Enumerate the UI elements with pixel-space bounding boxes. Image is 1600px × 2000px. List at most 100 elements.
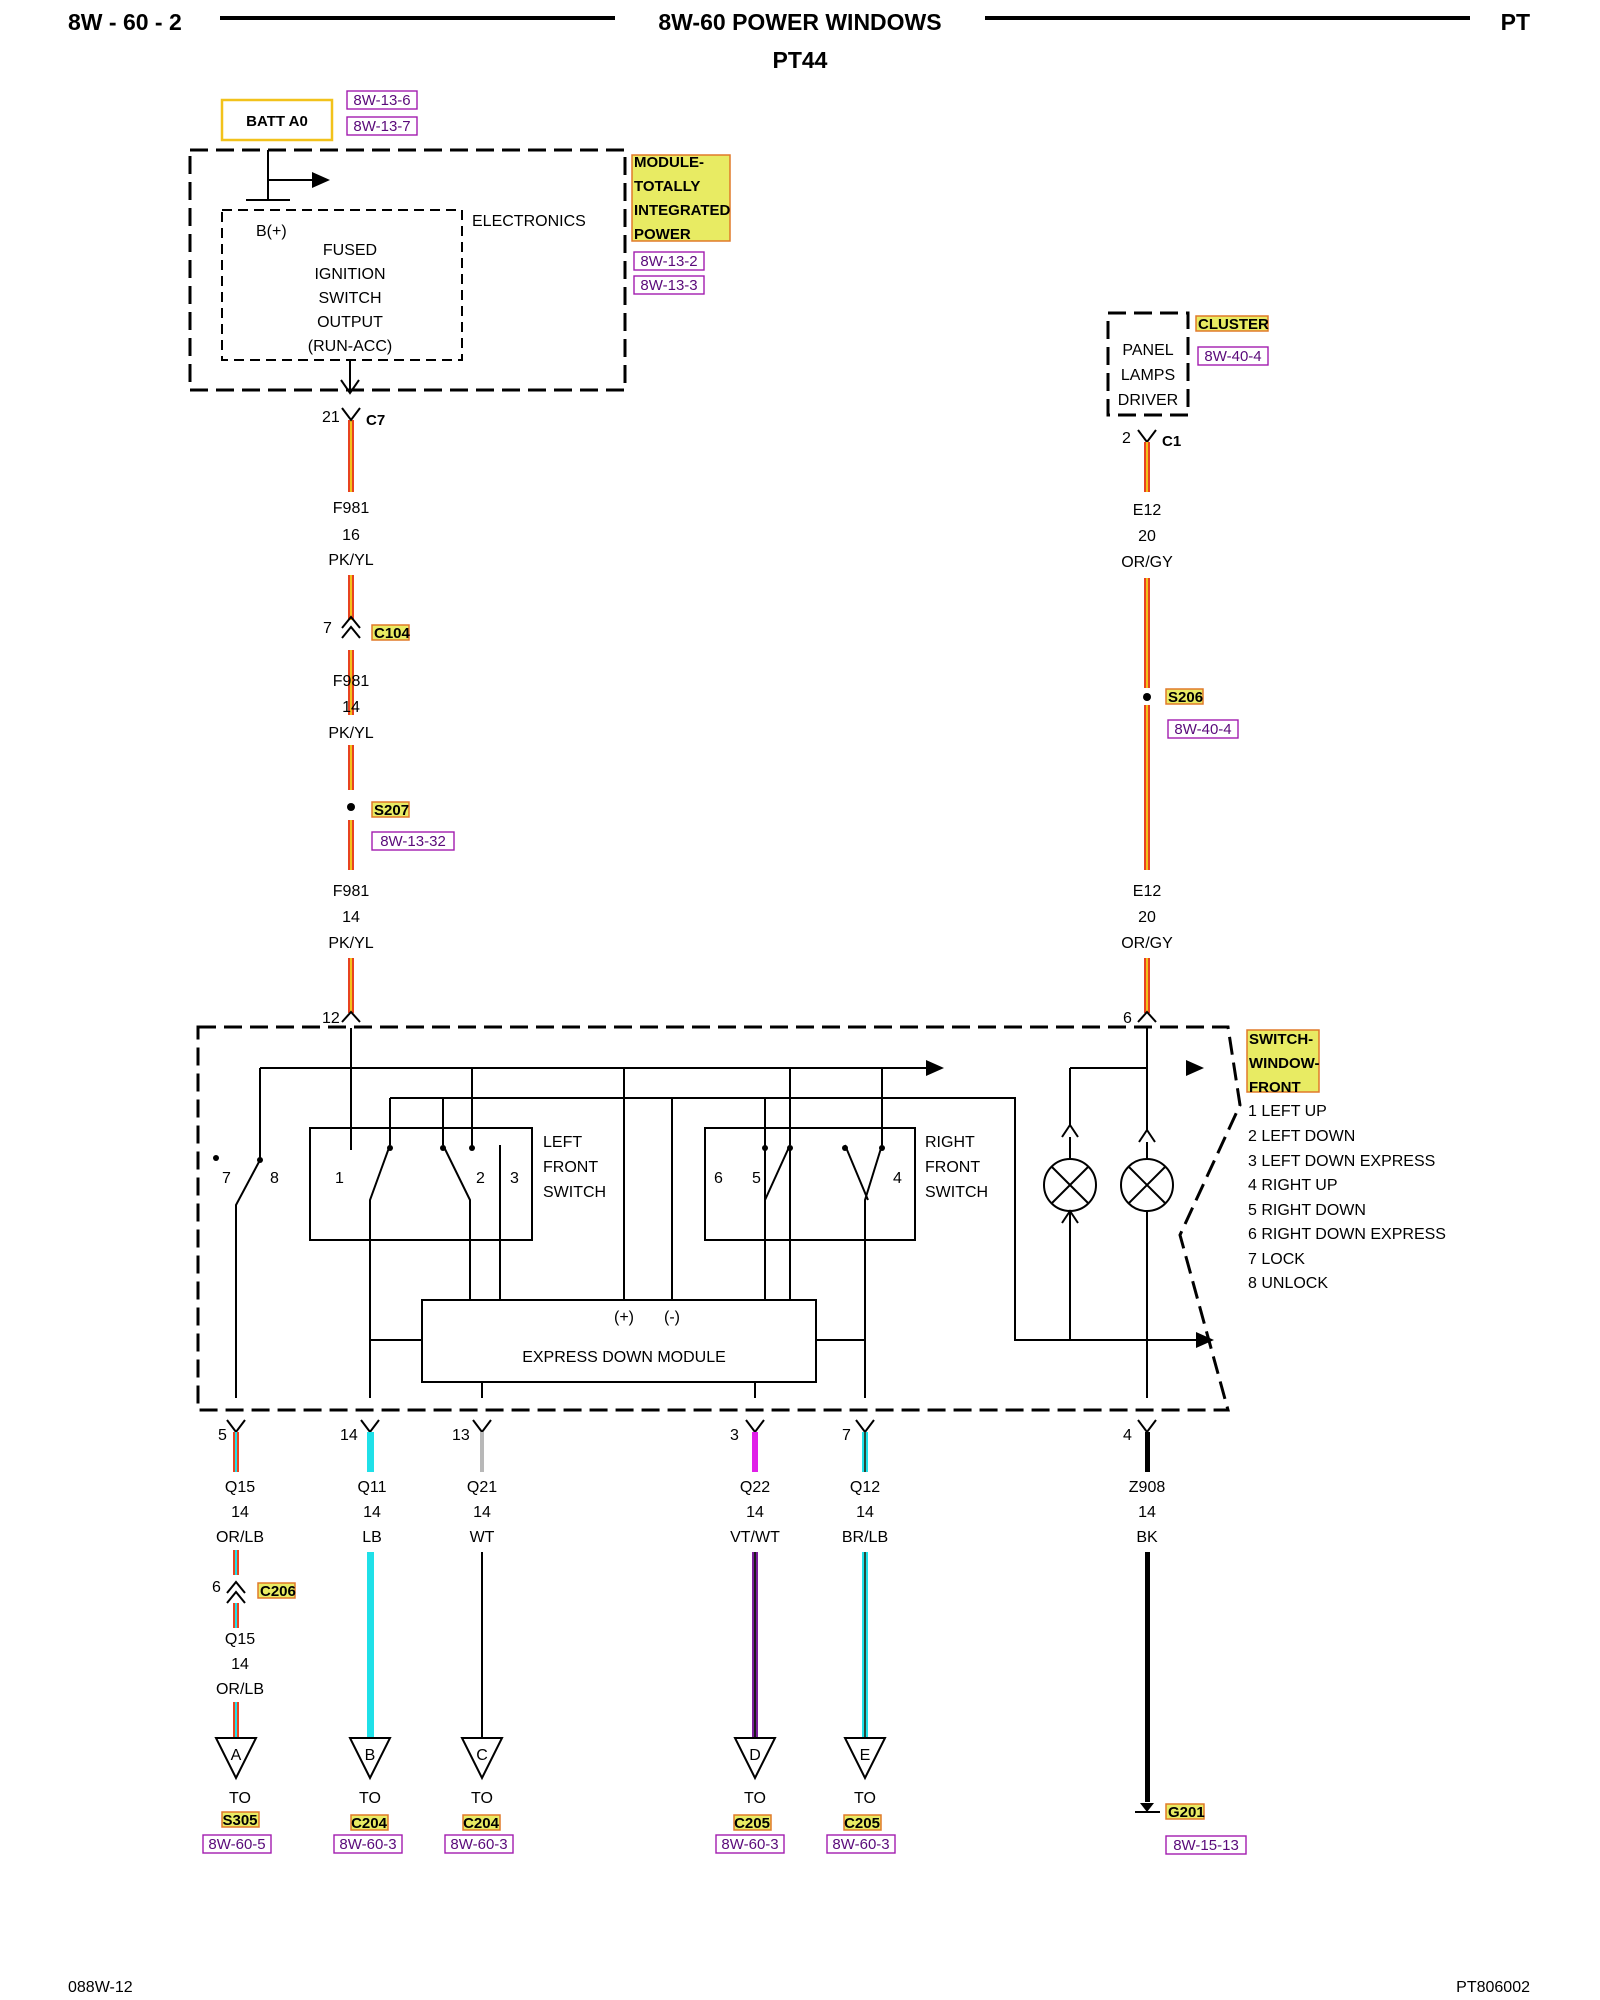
page-subtitle: PT44 xyxy=(773,47,828,73)
e12-seg2-gauge: 20 xyxy=(1138,909,1156,926)
switch-title-3: FRONT xyxy=(1249,1079,1301,1096)
output-c-ref[interactable]: 8W-60-3 xyxy=(450,1836,507,1853)
tipm-refs[interactable]: 8W-13-2 8W-13-3 xyxy=(633,251,705,295)
output-a-to: TO xyxy=(229,1790,251,1807)
right-switch-contacts: 6 5 4 xyxy=(714,1144,902,1398)
cluster-ref[interactable]: 8W-40-4 xyxy=(1204,348,1261,365)
switch-pin12-icon xyxy=(341,1010,361,1023)
tipm-inner-text: FUSED IGNITION SWITCH OUTPUT (RUN-ACC) xyxy=(308,242,392,355)
tipm-pin: 21 xyxy=(322,409,340,426)
left-front-switch-box xyxy=(309,1127,533,1241)
f981-seg1-color: PK/YL xyxy=(328,552,373,569)
s206-tag xyxy=(1165,688,1204,705)
lamp-left-icon xyxy=(1043,1124,1097,1340)
output-d-ref[interactable]: 8W-60-3 xyxy=(721,1836,778,1853)
tipm-title-4: POWER xyxy=(634,226,691,243)
f981-seg1-circuit: F981 xyxy=(333,500,370,517)
c206-seg-gauge: 14 xyxy=(231,1656,249,1673)
cluster-tag xyxy=(1195,315,1269,332)
footer-right: PT806002 xyxy=(1456,1979,1530,1996)
tipm-title: MODULE- TOTALLY INTEGRATED POWER xyxy=(631,154,731,243)
output-c-conn: C204 xyxy=(463,1815,500,1832)
output-b: 14 Q11 14 LB B TO C204 8W-60-3 xyxy=(333,1419,403,1854)
e12-seg1-gauge: 20 xyxy=(1138,528,1156,545)
output-b-to: TO xyxy=(359,1790,381,1807)
output-d-letter: D xyxy=(749,1747,761,1764)
output-c-color: WT xyxy=(470,1529,495,1546)
cluster-pin: 2 xyxy=(1122,430,1131,447)
output-b-pin: 14 xyxy=(340,1427,358,1444)
f981-seg3-circuit: F981 xyxy=(333,883,370,900)
tipm-ref-1[interactable]: 8W-13-2 xyxy=(640,253,697,270)
f981-seg2-gauge: 14 xyxy=(342,699,360,716)
tipm-inner-4: OUTPUT xyxy=(317,314,383,331)
output-a-letter: A xyxy=(231,1747,242,1764)
switch-pin-12: 12 xyxy=(322,1010,340,1027)
ground-color: BK xyxy=(1136,1529,1158,1546)
module-output-wires xyxy=(370,1339,865,1398)
output-d-pin: 3 xyxy=(730,1427,739,1444)
c206-seg-circuit: Q15 xyxy=(225,1631,255,1648)
output-a-color: OR/LB xyxy=(216,1529,264,1546)
tipm-inner-2: IGNITION xyxy=(314,266,385,283)
switch-title-2: WINDOW- xyxy=(1249,1055,1320,1072)
module-minus: (-) xyxy=(664,1309,680,1326)
contact-1: 1 xyxy=(335,1170,344,1187)
c104-connector-icon xyxy=(341,615,361,639)
contact-8: 8 xyxy=(270,1170,279,1187)
switch-internal-wiring xyxy=(259,1028,1200,1341)
output-d-gauge: 14 xyxy=(746,1504,764,1521)
tipm-module-outline xyxy=(188,148,627,392)
tipm-title-1: MODULE- xyxy=(634,154,704,171)
output-e-pin: 7 xyxy=(842,1427,851,1444)
tipm-ref-2[interactable]: 8W-13-3 xyxy=(640,277,697,294)
output-e-ref[interactable]: 8W-60-3 xyxy=(832,1836,889,1853)
output-d-to: TO xyxy=(744,1790,766,1807)
tipm-inner-3: SWITCH xyxy=(318,290,381,307)
f981-seg2-circuit: F981 xyxy=(333,673,370,690)
batt-ref-2[interactable]: 8W-13-7 xyxy=(353,118,410,135)
batt-arrow-icon xyxy=(312,172,330,188)
e12-seg2-circuit: E12 xyxy=(1133,883,1162,900)
output-a-conn: S305 xyxy=(222,1812,257,1829)
contact-3: 3 xyxy=(510,1170,519,1187)
right-switch-label-3: SWITCH xyxy=(925,1184,988,1201)
output-b-circuit: Q11 xyxy=(357,1479,386,1496)
output-c-to: TO xyxy=(471,1790,493,1807)
output-c-gauge: 14 xyxy=(473,1504,491,1521)
output-c: 13 Q21 14 WT C TO C204 8W-60-3 xyxy=(444,1419,514,1854)
cluster-title: CLUSTER xyxy=(1198,316,1269,333)
batt-ref-1[interactable]: 8W-13-6 xyxy=(353,92,410,109)
output-a-gauge: 14 xyxy=(231,1504,249,1521)
output-a-pin: 5 xyxy=(218,1427,227,1444)
output-b-ref[interactable]: 8W-60-3 xyxy=(339,1836,396,1853)
s206-splice-icon xyxy=(1143,693,1151,701)
output-e-gauge: 14 xyxy=(856,1504,874,1521)
contact-7: 7 xyxy=(222,1170,231,1187)
output-c-circuit: Q21 xyxy=(467,1479,497,1496)
output-b-color: LB xyxy=(362,1529,382,1546)
output-e-to: TO xyxy=(854,1790,876,1807)
s207-ref[interactable]: 8W-13-32 xyxy=(380,833,446,850)
c7-connector-icon xyxy=(341,407,361,422)
switch-pin6-icon xyxy=(1137,1010,1157,1023)
page-title: 8W-60 POWER WINDOWS xyxy=(658,9,941,35)
cluster-inner-2: LAMPS xyxy=(1121,367,1175,384)
legend-3: 3 LEFT DOWN EXPRESS xyxy=(1248,1153,1435,1170)
left-switch-label-3: SWITCH xyxy=(543,1184,606,1201)
s206-ref[interactable]: 8W-40-4 xyxy=(1174,721,1231,738)
output-a-circuit: Q15 xyxy=(225,1479,255,1496)
lamp-right-icon xyxy=(1120,1129,1174,1398)
right-switch-label-1: RIGHT xyxy=(925,1134,975,1151)
batt-label-box: BATT A0 xyxy=(220,98,334,142)
tipm-output-arrow-icon xyxy=(340,379,360,395)
right-switch-label-2: FRONT xyxy=(925,1159,980,1176)
output-a-ref[interactable]: 8W-60-5 xyxy=(208,1836,265,1853)
output-e-conn: C205 xyxy=(844,1815,880,1832)
ground-pin: 4 xyxy=(1123,1427,1132,1444)
tipm-bplus: B(+) xyxy=(256,223,287,240)
output-c-pin: 13 xyxy=(452,1427,470,1444)
f981-seg1-gauge: 16 xyxy=(342,527,360,544)
batt-refs[interactable]: 8W-13-6 8W-13-7 xyxy=(346,90,418,136)
ground-ref[interactable]: 8W-15-13 xyxy=(1173,1837,1239,1854)
